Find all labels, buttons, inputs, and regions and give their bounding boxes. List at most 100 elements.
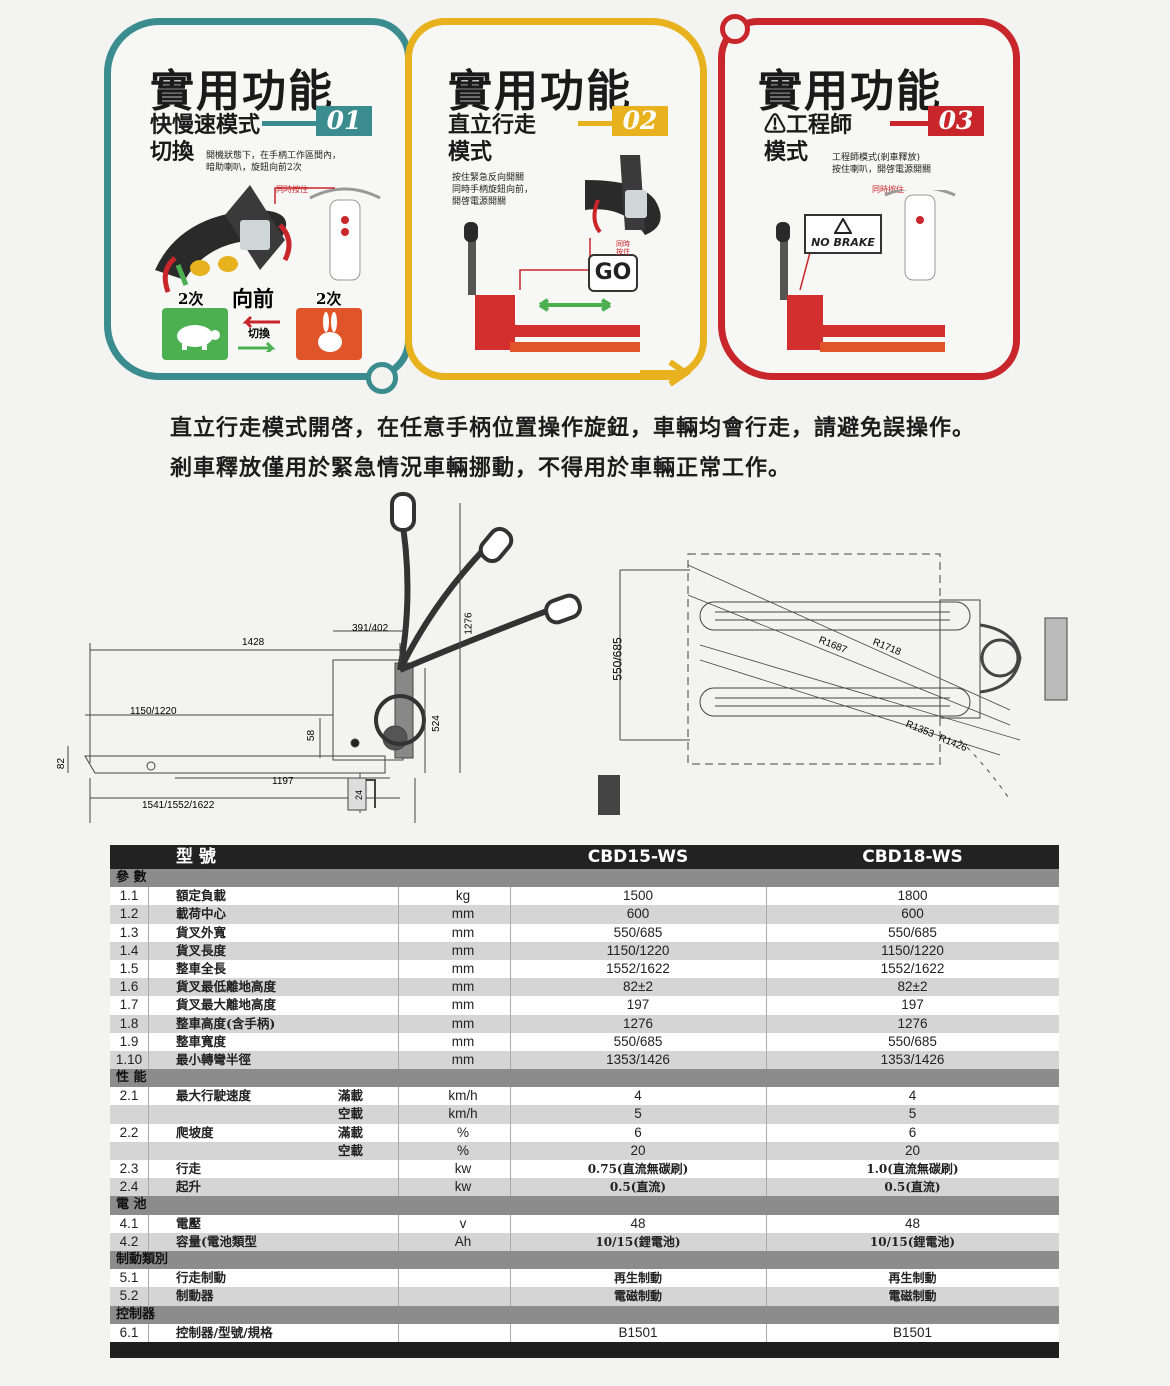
panel-2-note-line3: 開啓電源開關	[452, 197, 507, 207]
panel-2-subtitle-line2: 模式	[448, 139, 493, 165]
row-value-model-1: 1552/1622	[606, 960, 670, 976]
row-value-model-2: 再生制動	[888, 1271, 937, 1286]
section-header: 電 池	[110, 1196, 1059, 1215]
dim-1276: 1276	[463, 612, 475, 635]
dim-24: 24	[354, 789, 365, 801]
panel-3-truck-illustration	[776, 190, 956, 352]
section-header: 性 能	[110, 1069, 1059, 1088]
panel-1-title: 實用功能	[150, 66, 334, 117]
row-parameter: 整車全長	[176, 960, 227, 976]
row-condition: 空載	[338, 1142, 364, 1158]
row-parameter: 貨叉長度	[176, 942, 227, 958]
row-value-model-2: 197	[901, 997, 924, 1013]
row-value-model-2: B1501	[892, 1324, 933, 1340]
row-value-model-1: 0.5(直流)	[609, 1180, 667, 1195]
panel-3-note-line1: 工程師模式(剎車釋放)	[832, 153, 921, 163]
panel-1-button-label: 同時按住	[276, 185, 308, 194]
dim-82: 82	[56, 757, 68, 770]
panel-1-note-line1: 開機狀態下，在手柄工作區間內，	[206, 151, 342, 161]
row-value-model-2: 1552/1622	[880, 960, 945, 976]
feature-panel-1	[104, 18, 412, 380]
row-number: 5.1	[110, 1269, 149, 1288]
row-number: 2.2	[110, 1123, 149, 1142]
row-value-model-2: 48	[904, 1215, 921, 1231]
row-value-model-1: 48	[630, 1215, 646, 1231]
panel-2-arrow-icon	[640, 359, 692, 387]
row-number: 4.1	[110, 1214, 149, 1233]
row-value-model-1: 1353/1426	[606, 1051, 670, 1067]
section-title: 參 數	[116, 870, 147, 885]
panel-3-title: 實用功能	[758, 66, 942, 117]
row-parameter: 行走	[176, 1161, 202, 1176]
dim-1541-1552-1622: 1541/1552/1622	[142, 800, 215, 811]
panel-3-subtitle-line1: ⚠工程師	[764, 112, 853, 138]
section-title: 控制器	[116, 1306, 156, 1322]
no-brake-sign: NO BRAKE	[804, 214, 882, 254]
row-value-model-2: 5	[908, 1106, 917, 1122]
panel-1-connector-circle	[366, 362, 398, 394]
row-number: 2.4	[110, 1178, 149, 1197]
row-value-model-1: 1500	[622, 888, 654, 904]
header-model-2: CBD18-WS	[862, 847, 963, 867]
row-parameter: 載荷中心	[176, 906, 227, 922]
row-value-model-2: 1150/1220	[881, 942, 944, 958]
panel-2-subtitle-line1: 直立行走	[448, 112, 537, 138]
section-header: 參 數	[110, 869, 1059, 888]
dim-391-402: 391/402	[352, 623, 389, 634]
row-value-model-1: 10/15(鋰電池)	[595, 1234, 681, 1249]
feature-panel-2	[405, 18, 707, 380]
row-number	[110, 1105, 149, 1124]
row-condition: 空載	[338, 1106, 364, 1122]
section-header: 控制器	[110, 1305, 1059, 1324]
section-header: 制動類別	[110, 1250, 1059, 1270]
row-value-model-2: 20	[904, 1142, 921, 1158]
panel-3-connector-circle	[720, 14, 750, 44]
row-parameter: 最大行駛速度	[176, 1088, 252, 1104]
row-number: 1.3	[110, 923, 149, 942]
row-number: 4.2	[110, 1232, 149, 1251]
section-title: 制動類別	[116, 1251, 169, 1267]
panel-3-number: 03	[928, 106, 984, 136]
row-value-model-2: 4	[908, 1088, 917, 1104]
row-value-model-1: 1150/1220	[606, 942, 670, 958]
panel-1-switch-label: 切換	[248, 327, 270, 340]
row-value-model-2: 1800	[897, 888, 928, 904]
panel-2-note-line2: 同時手柄旋鈕向前，	[452, 185, 534, 195]
row-value-model-2: 6	[908, 1124, 917, 1140]
row-number: 1.7	[110, 996, 149, 1015]
row-number: 1.10	[110, 1050, 149, 1070]
panel-1-bottom-right: 2次	[316, 290, 342, 308]
row-parameter: 整車高度(含手柄)	[176, 1015, 276, 1031]
panel-3-subtitle-line2: 模式	[764, 139, 809, 165]
row-number: 1.9	[110, 1032, 149, 1051]
row-parameter: 電壓	[176, 1215, 202, 1231]
row-number: 2.3	[110, 1160, 149, 1179]
panel-3-note-line2: 按住喇叭，開啓電源開關	[832, 165, 932, 175]
warning-icon	[834, 218, 852, 234]
panel-2-number: 02	[612, 106, 668, 136]
row-value-model-1: 電磁制動	[613, 1289, 662, 1304]
row-condition: 滿載	[338, 1088, 364, 1104]
panel-2-tag-line2: 按住	[616, 248, 630, 256]
panel-1-handle-illustration	[155, 185, 381, 293]
row-parameter: 控制器/型號/規格	[176, 1324, 273, 1340]
row-value-model-1: 20	[630, 1142, 646, 1158]
row-number	[110, 1141, 149, 1160]
row-value-model-1: B1501	[618, 1324, 658, 1340]
row-value-model-1: 5	[634, 1106, 642, 1122]
